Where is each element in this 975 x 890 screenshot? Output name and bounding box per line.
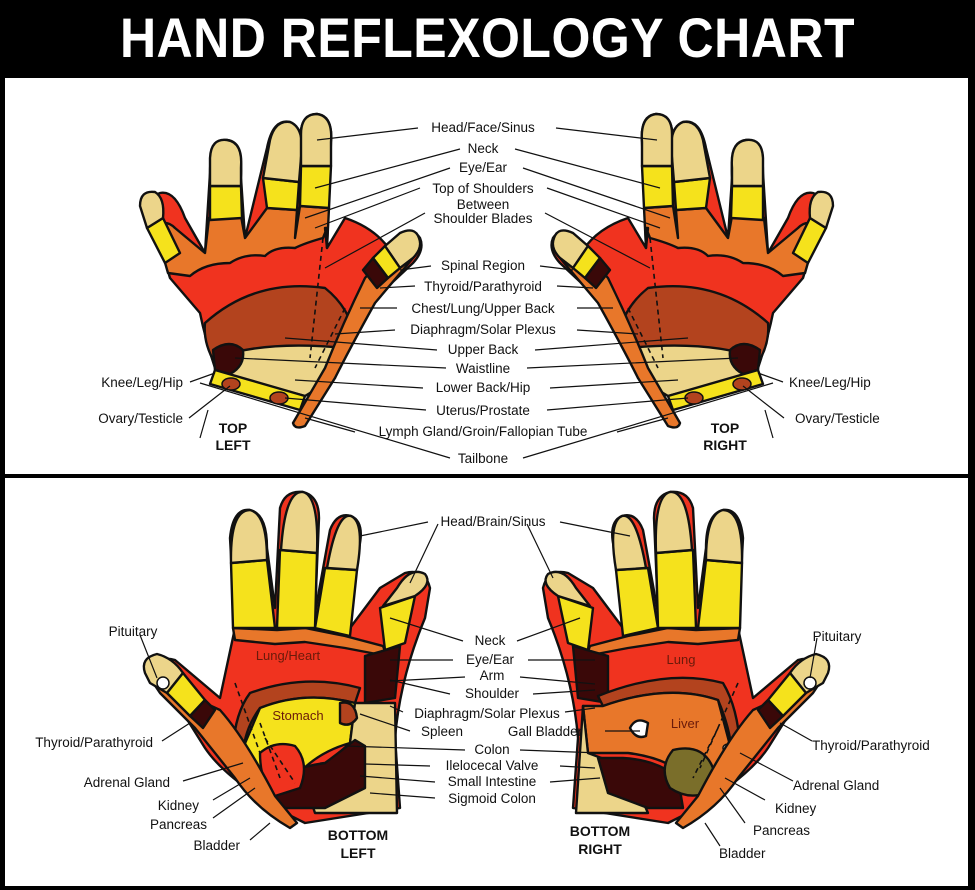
- label-arm: Arm: [480, 668, 505, 683]
- label-waistline: Waistline: [456, 361, 510, 376]
- label-right-pancreas: Pancreas: [753, 823, 810, 838]
- label-thyroid-parathyroid: Thyroid/Parathyroid: [424, 279, 542, 294]
- label-left-ovary-testicle: Ovary/Testicle: [98, 411, 183, 426]
- label-left-adrenal-gland: Adrenal Gland: [84, 775, 170, 790]
- label-gall-bladder: Gall Bladder: [508, 724, 583, 739]
- label-top-of-shoulders: Top of Shoulders: [432, 181, 534, 196]
- label-right-ovary-testicle: Ovary/Testicle: [795, 411, 880, 426]
- label-left-pituitary: Pituitary: [109, 624, 158, 639]
- label-small-intestine: Small Intestine: [448, 774, 537, 789]
- label-head-brain-sinus: Head/Brain/Sinus: [440, 514, 545, 529]
- label-eye-ear: Eye/Ear: [466, 652, 515, 667]
- caption-top-left-2: LEFT: [216, 437, 251, 453]
- label-head-face-sinus: Head/Face/Sinus: [431, 120, 535, 135]
- label-diaphragm-solar-plexus: Diaphragm/Solar Plexus: [410, 322, 556, 337]
- label-shoulder-blades: Shoulder Blades: [433, 211, 532, 226]
- label-left-pancreas: Pancreas: [150, 817, 207, 832]
- label-left-bladder: Bladder: [193, 838, 240, 853]
- caption-bottom-right-2: RIGHT: [578, 841, 622, 857]
- bottom-panel: Lung/Heart Stomach Lung Liver: [5, 478, 968, 886]
- top-diagram: Head/Face/Sinus Neck Eye/Ear Top of Shou…: [98, 112, 880, 466]
- label-right-kidney: Kidney: [775, 801, 817, 816]
- zone-label-stomach: Stomach: [272, 708, 323, 723]
- label-neck: Neck: [475, 633, 506, 648]
- label-between: Between: [457, 197, 510, 212]
- label-chest-lung-upper-back: Chest/Lung/Upper Back: [411, 301, 555, 316]
- label-tailbone: Tailbone: [458, 451, 508, 466]
- bottom-left-hand: Lung/Heart Stomach: [142, 490, 432, 830]
- top-labels: Head/Face/Sinus Neck Eye/Ear Top of Shou…: [98, 120, 880, 466]
- top-left-hand: [138, 112, 423, 429]
- label-left-thyroid-parathyroid: Thyroid/Parathyroid: [35, 735, 153, 750]
- caption-bottom-left-2: LEFT: [341, 845, 376, 861]
- caption-bottom-right-1: BOTTOM: [570, 823, 630, 839]
- bottom-leader-lines: [139, 521, 818, 847]
- label-upper-back: Upper Back: [448, 342, 519, 357]
- label-sigmoid-colon: Sigmoid Colon: [448, 791, 536, 806]
- bottom-diagram: Lung/Heart Stomach Lung Liver: [35, 490, 930, 861]
- label-lymph-gland: Lymph Gland/Groin/Fallopian Tube: [379, 424, 588, 439]
- label-right-knee-leg-hip: Knee/Leg/Hip: [789, 375, 871, 390]
- label-right-thyroid-parathyroid: Thyroid/Parathyroid: [812, 738, 930, 753]
- label-lower-back-hip: Lower Back/Hip: [436, 380, 531, 395]
- label-spinal-region: Spinal Region: [441, 258, 525, 273]
- bottom-right-hand: [541, 490, 831, 830]
- zone-label-lung-heart: Lung/Heart: [256, 648, 321, 663]
- label-shoulder: Shoulder: [465, 686, 520, 701]
- caption-top-right-2: RIGHT: [703, 437, 747, 453]
- label-uterus-prostate: Uterus/Prostate: [436, 403, 530, 418]
- label-neck: Neck: [468, 141, 499, 156]
- top-leader-lines: [188, 127, 785, 459]
- caption-top-right-1: TOP: [711, 420, 740, 436]
- label-right-adrenal-gland: Adrenal Gland: [793, 778, 879, 793]
- label-diaphragm-solar-plexus: Diaphragm/Solar Plexus: [414, 706, 560, 721]
- caption-bottom-left-1: BOTTOM: [328, 827, 388, 843]
- label-colon: Colon: [474, 742, 509, 757]
- title-bar: HAND REFLEXOLOGY CHART: [0, 0, 975, 76]
- bottom-labels: Head/Brain/Sinus Neck Eye/Ear Arm Should…: [35, 514, 930, 861]
- label-left-kidney: Kidney: [158, 798, 200, 813]
- zone-label-liver: Liver: [671, 716, 700, 731]
- label-ilelocecal-valve: Ilelocecal Valve: [446, 758, 539, 773]
- top-panel: Head/Face/Sinus Neck Eye/Ear Top of Shou…: [5, 78, 968, 474]
- zone-label-lung: Lung: [667, 652, 696, 667]
- label-right-pituitary: Pituitary: [813, 629, 862, 644]
- top-right-hand: [550, 112, 835, 429]
- label-spleen: Spleen: [421, 724, 463, 739]
- label-right-bladder: Bladder: [719, 846, 766, 861]
- chart-title: HAND REFLEXOLOGY CHART: [119, 6, 856, 70]
- caption-top-left-1: TOP: [219, 420, 248, 436]
- label-left-knee-leg-hip: Knee/Leg/Hip: [101, 375, 183, 390]
- label-eye-ear: Eye/Ear: [459, 160, 508, 175]
